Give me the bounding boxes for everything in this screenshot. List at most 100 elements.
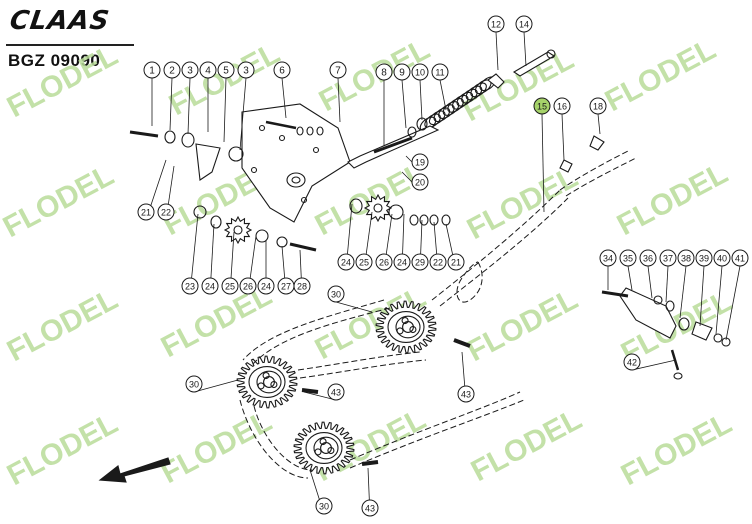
pad-39 xyxy=(691,321,713,341)
logo-underline xyxy=(6,44,134,46)
callout-circle xyxy=(163,61,181,79)
callout-6: 6 xyxy=(273,61,291,79)
callout-number: 9 xyxy=(399,68,405,79)
callout-30: 30 xyxy=(315,497,333,515)
callout-circle xyxy=(293,277,311,295)
sprocket-upper xyxy=(375,300,437,354)
callout-24: 24 xyxy=(337,253,355,271)
callout-circle xyxy=(589,97,607,115)
callout-number: 27 xyxy=(281,282,291,292)
callout-number: 7 xyxy=(335,66,341,77)
chain-strand xyxy=(565,157,637,197)
leader-line xyxy=(169,77,173,131)
plate-hole xyxy=(250,166,258,174)
washer-24b xyxy=(349,198,363,214)
sprocket-hole xyxy=(314,448,322,456)
callout-number: 26 xyxy=(243,282,253,292)
bushing-3b xyxy=(228,146,244,162)
callout-3: 3 xyxy=(237,61,255,79)
callout-39: 39 xyxy=(695,249,713,267)
callout-circle xyxy=(411,253,429,271)
callout-28: 28 xyxy=(293,277,311,295)
nut-9 xyxy=(407,126,417,138)
callout-26: 26 xyxy=(375,253,393,271)
callout-number: 25 xyxy=(359,258,369,268)
callout-number: 36 xyxy=(643,254,653,264)
callout-18: 18 xyxy=(589,97,607,115)
callout-number: 25 xyxy=(225,282,235,292)
callout-circle xyxy=(411,173,429,191)
callout-7: 7 xyxy=(329,61,347,79)
washer-40 xyxy=(713,333,723,343)
callout-35: 35 xyxy=(619,249,637,267)
callout-25: 25 xyxy=(221,277,239,295)
callout-43: 43 xyxy=(327,383,345,401)
leader-line xyxy=(337,77,341,123)
pin-43 xyxy=(453,338,471,348)
washer-2 xyxy=(164,130,176,144)
callout-number: 20 xyxy=(415,178,425,188)
callout-circle xyxy=(329,61,347,79)
plate-hole xyxy=(278,134,286,142)
callout-27: 27 xyxy=(277,277,295,295)
callout-circle xyxy=(199,61,217,79)
chain-upper-right-inner xyxy=(439,197,569,307)
watermark-text: FLODEL xyxy=(2,39,123,124)
chain-strand xyxy=(253,405,313,471)
leader-line xyxy=(187,77,191,135)
callout-29: 29 xyxy=(411,253,429,271)
small-sprocket-teeth xyxy=(223,215,253,245)
callout-circle xyxy=(457,385,475,403)
plate-hole xyxy=(312,146,320,154)
callout-number: 24 xyxy=(205,282,215,292)
callout-circle xyxy=(185,375,203,393)
callout-1: 1 xyxy=(143,61,161,79)
callout-circle xyxy=(375,253,393,271)
direction-arrow xyxy=(98,457,171,483)
leader-line xyxy=(541,113,545,213)
callout-number: 39 xyxy=(699,254,709,264)
sprocket-hole xyxy=(257,382,265,390)
small-sprocket-bore xyxy=(233,225,243,235)
pin-43 xyxy=(301,388,319,394)
callout-number: 4 xyxy=(205,66,211,77)
chain-upper-left-inner xyxy=(250,307,391,367)
spring-coil xyxy=(424,113,441,129)
leader-line xyxy=(699,265,705,327)
sprocket-teeth xyxy=(375,300,437,354)
leader-line xyxy=(495,31,499,71)
callout-8: 8 xyxy=(375,63,393,81)
callout-circle xyxy=(327,285,345,303)
callout-circle xyxy=(411,63,429,81)
callout-circle xyxy=(659,249,677,267)
leader-line xyxy=(401,79,407,129)
callout-24: 24 xyxy=(393,253,411,271)
callout-3: 3 xyxy=(181,61,199,79)
leader-line xyxy=(303,391,337,401)
callout-number: 11 xyxy=(435,68,444,78)
chain-upper-left-outer xyxy=(242,299,385,361)
leader-line xyxy=(665,265,669,303)
washer-small xyxy=(316,126,324,136)
callout-circle xyxy=(137,203,155,221)
washer-row xyxy=(441,214,451,226)
spring-coil xyxy=(461,88,478,104)
callout-circle xyxy=(639,249,657,267)
sprocket-hole xyxy=(270,380,278,389)
leader-line xyxy=(715,265,723,335)
callout-number: 21 xyxy=(451,258,461,268)
bolt-28 xyxy=(289,242,317,252)
callout-number: 18 xyxy=(593,102,603,112)
leader-line xyxy=(281,77,287,119)
chain-strand xyxy=(349,399,525,469)
sprocket-rim xyxy=(387,310,425,344)
callout-2: 2 xyxy=(163,61,181,79)
chain-tensioner-loop xyxy=(456,261,483,303)
document-code: BGZ 09090 xyxy=(8,51,101,70)
chain-strand xyxy=(297,351,421,371)
spring-coil xyxy=(465,85,483,101)
callout-number: 28 xyxy=(297,282,307,292)
callout-number: 24 xyxy=(397,258,407,268)
